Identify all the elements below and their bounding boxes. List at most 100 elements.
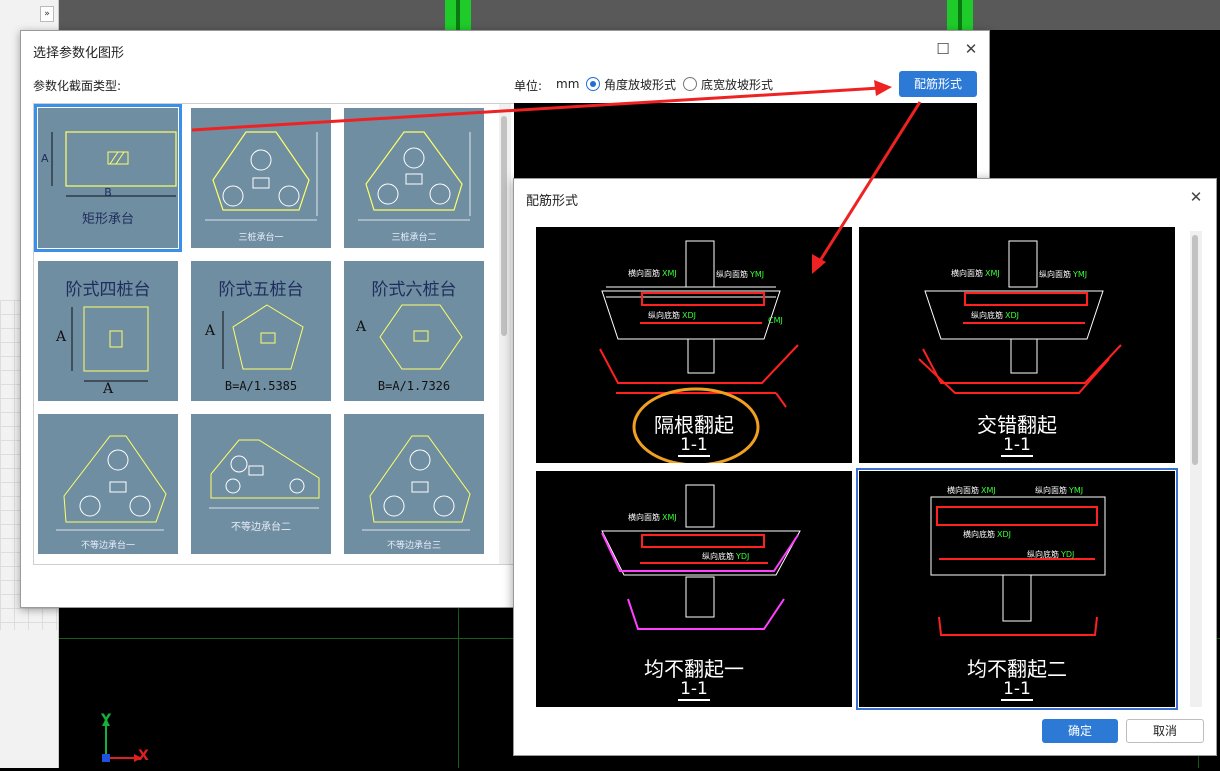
shape-thumb-stepped-five-pile[interactable]: 阶式五桩台 A B=A/1.5385: [191, 261, 331, 401]
section-text: 1-1: [1001, 435, 1033, 457]
radio-angle-label: 角度放坡形式: [604, 78, 677, 92]
svg-text:YMJ: YMJ: [1068, 486, 1083, 495]
svg-text:纵向底筋: 纵向底筋: [1027, 549, 1059, 559]
unit-value: mm: [556, 77, 580, 91]
shape-label: 不等边承台三: [386, 541, 441, 551]
svg-text:纵向底筋: 纵向底筋: [648, 310, 680, 320]
shape-gallery: B A 矩形承台 三桩承台一 三桩承台二: [33, 103, 515, 565]
svg-text:XDJ: XDJ: [682, 311, 696, 320]
shape-thumb-rect-cap[interactable]: B A 矩形承台: [34, 104, 182, 252]
cancel-button[interactable]: 取消: [1126, 719, 1204, 743]
dim-b-label: A: [102, 381, 114, 397]
unit-label: 单位:: [514, 79, 543, 93]
dialog-title: 配筋形式: [526, 194, 579, 209]
close-icon[interactable]: ✕: [964, 40, 978, 58]
maximize-icon[interactable]: ☐: [936, 40, 950, 58]
shape-thumb-unequal-1[interactable]: 不等边承台一: [38, 414, 178, 554]
dim-b-label: B: [104, 186, 112, 199]
panel-scrollbar[interactable]: [1190, 231, 1202, 707]
svg-text:XDJ: XDJ: [1005, 311, 1019, 320]
section-text: 1-1: [1001, 679, 1033, 701]
arrow-to-panel: [816, 101, 922, 265]
shape-label: 阶式六桩台: [371, 280, 457, 300]
shape-label: 三桩承台一: [238, 233, 284, 243]
svg-text:纵向面筋: 纵向面筋: [716, 269, 748, 279]
svg-text:纵向面筋: 纵向面筋: [1035, 485, 1067, 495]
rebar-form-button[interactable]: 配筋形式: [899, 71, 977, 97]
svg-text:XMJ: XMJ: [981, 486, 996, 495]
radio-unchecked-icon[interactable]: [683, 77, 697, 91]
svg-text:纵向面筋: 纵向面筋: [1039, 269, 1071, 279]
arrow-to-rebar-button: [191, 86, 881, 132]
svg-text:YDJ: YDJ: [1060, 550, 1074, 559]
workspace-top-bar: [0, 0, 1220, 30]
radio-width-label: 底宽放坡形式: [701, 78, 774, 92]
scrollbar-thumb[interactable]: [501, 116, 507, 336]
formula-label: B=A/1.5385: [224, 379, 298, 393]
expand-icon[interactable]: »: [40, 6, 54, 22]
grid-line: [458, 608, 459, 768]
green-marker-left: [445, 0, 471, 30]
shape-label: 不等边承台二: [231, 522, 291, 533]
svg-text:YDJ: YDJ: [735, 552, 749, 561]
gallery-scrollbar[interactable]: [499, 104, 511, 564]
shape-label: 三桩承台二: [391, 233, 437, 243]
section-label: 1-1: [536, 679, 852, 701]
green-marker-right: [947, 0, 973, 30]
shape-thumb-stepped-four-pile[interactable]: 阶式四桩台 A A: [38, 261, 178, 401]
svg-text:XMJ: XMJ: [662, 269, 677, 278]
shape-thumb-three-pile-1[interactable]: 三桩承台一: [191, 108, 331, 248]
svg-text:XMJ: XMJ: [662, 513, 677, 522]
section-text: 1-1: [678, 435, 710, 457]
shape-thumb-unequal-3[interactable]: 不等边承台三: [344, 414, 484, 554]
panel-title: 均不翻起一: [644, 657, 744, 681]
section-text: 1-1: [678, 679, 710, 701]
svg-text:YMJ: YMJ: [749, 270, 764, 279]
close-icon[interactable]: ✕: [1189, 188, 1203, 206]
svg-text:横向面筋: 横向面筋: [628, 512, 660, 522]
svg-text:横向面筋: 横向面筋: [951, 268, 983, 278]
panel-title: 交错翻起: [977, 413, 1057, 437]
dim-a-label: A: [356, 319, 367, 335]
dim-a-label: A: [41, 152, 49, 165]
svg-text:横向面筋: 横向面筋: [628, 268, 660, 278]
scrollbar-thumb[interactable]: [1192, 235, 1198, 465]
svg-text:YMJ: YMJ: [1072, 270, 1087, 279]
section-label: 1-1: [859, 435, 1175, 457]
axis-y-label: Y: [101, 712, 112, 728]
shape-thumb-unequal-2[interactable]: 不等边承台二: [191, 414, 331, 554]
dim-a-label: A: [205, 323, 216, 339]
svg-text:XMJ: XMJ: [985, 269, 1000, 278]
svg-text:纵向底筋: 纵向底筋: [971, 310, 1003, 320]
section-label: 1-1: [536, 435, 852, 457]
svg-text:横向底筋: 横向底筋: [963, 529, 995, 539]
shape-label: 矩形承台: [81, 212, 134, 227]
svg-text:XDJ: XDJ: [997, 530, 1011, 539]
ok-button[interactable]: 确定: [1042, 719, 1118, 743]
radio-width-slope[interactable]: 底宽放坡形式: [683, 76, 773, 93]
panel-title: 隔根翻起: [654, 413, 734, 437]
axis-x-label: X: [138, 748, 149, 764]
axis-indicator: Y X: [96, 712, 156, 768]
section-type-label: 参数化截面类型:: [33, 79, 122, 93]
section-label: 1-1: [859, 679, 1175, 701]
shape-label: 阶式四桩台: [65, 280, 151, 300]
shape-label: 不等边承台一: [80, 541, 135, 551]
arrow-head: [812, 254, 826, 274]
shape-thumb-stepped-six-pile[interactable]: 阶式六桩台 A B=A/1.7326: [344, 261, 484, 401]
panel-title: 均不翻起二: [967, 657, 1067, 681]
dim-a-label: A: [56, 329, 67, 345]
radio-checked-icon[interactable]: [586, 77, 600, 91]
shape-label: 阶式五桩台: [218, 280, 304, 300]
radio-angle-slope[interactable]: 角度放坡形式: [586, 76, 676, 93]
svg-text:横向面筋: 横向面筋: [947, 485, 979, 495]
svg-text:CMJ: CMJ: [768, 316, 783, 325]
formula-label: B=A/1.7326: [377, 379, 451, 393]
shape-thumb-three-pile-2[interactable]: 三桩承台二: [344, 108, 484, 248]
